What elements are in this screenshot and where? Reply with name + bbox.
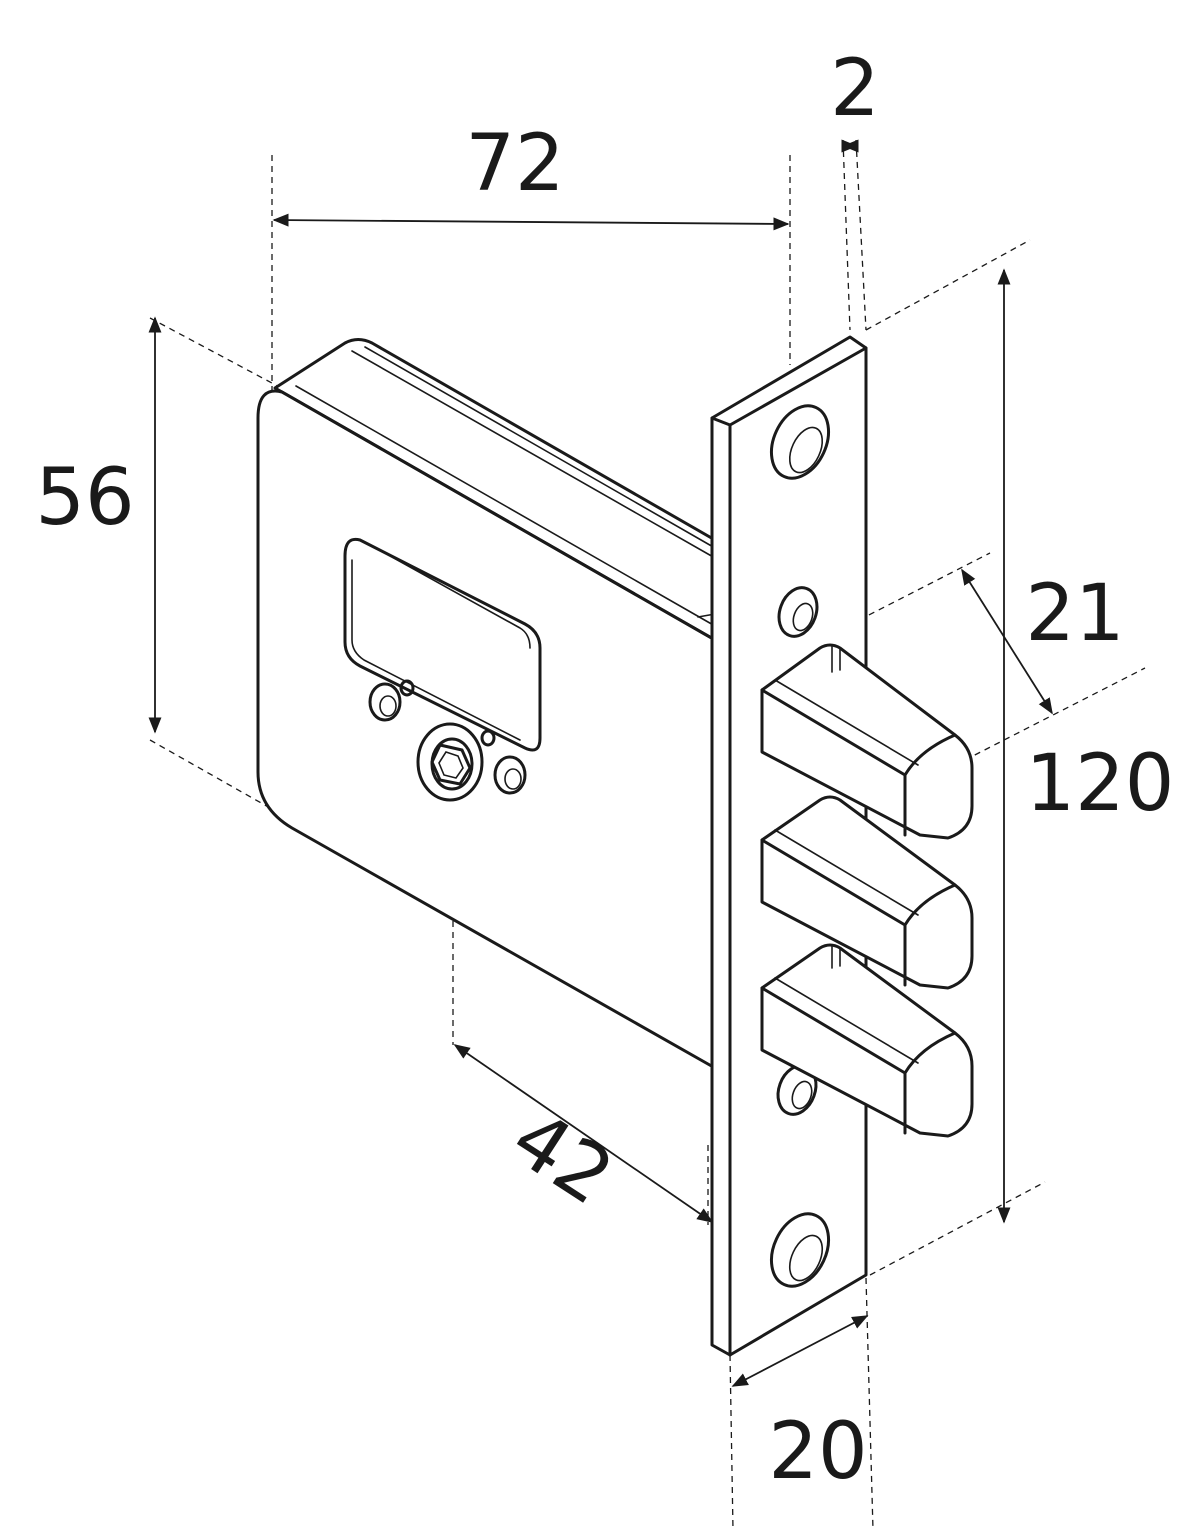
dimension-lines bbox=[148, 139, 1053, 1387]
spindle-assembly bbox=[368, 679, 527, 802]
case-top-face bbox=[273, 338, 717, 642]
dim-label-case-height: 56 bbox=[35, 453, 134, 543]
dim-label-thickness: 2 bbox=[830, 44, 880, 134]
dim-label-bolt-spacing: 21 bbox=[1025, 569, 1124, 659]
faceplate-screw-hole-top bbox=[769, 404, 831, 480]
dim-line-bolt-spacing bbox=[961, 568, 1053, 715]
dim-label-faceplate-length: 120 bbox=[1026, 739, 1175, 829]
dim-line-backset bbox=[453, 1044, 714, 1223]
dim-label-faceplate-width: 20 bbox=[768, 1407, 867, 1497]
bolt-middle bbox=[760, 795, 974, 990]
dim-line-width bbox=[272, 213, 790, 231]
extension-lines bbox=[149, 139, 1146, 1531]
key-cover bbox=[343, 537, 542, 752]
dim-label-backset: 42 bbox=[496, 1093, 628, 1223]
faceplate-screw-hole-upper bbox=[777, 586, 819, 638]
bolt-top bbox=[760, 643, 974, 840]
case-screw-left bbox=[368, 682, 402, 722]
dim-line-faceplate-width bbox=[731, 1315, 869, 1387]
dim-label-width: 72 bbox=[465, 119, 564, 209]
bolt-bottom bbox=[760, 943, 974, 1138]
faceplate-screw-hole-bottom bbox=[769, 1212, 831, 1288]
case-screw-right bbox=[493, 755, 527, 795]
